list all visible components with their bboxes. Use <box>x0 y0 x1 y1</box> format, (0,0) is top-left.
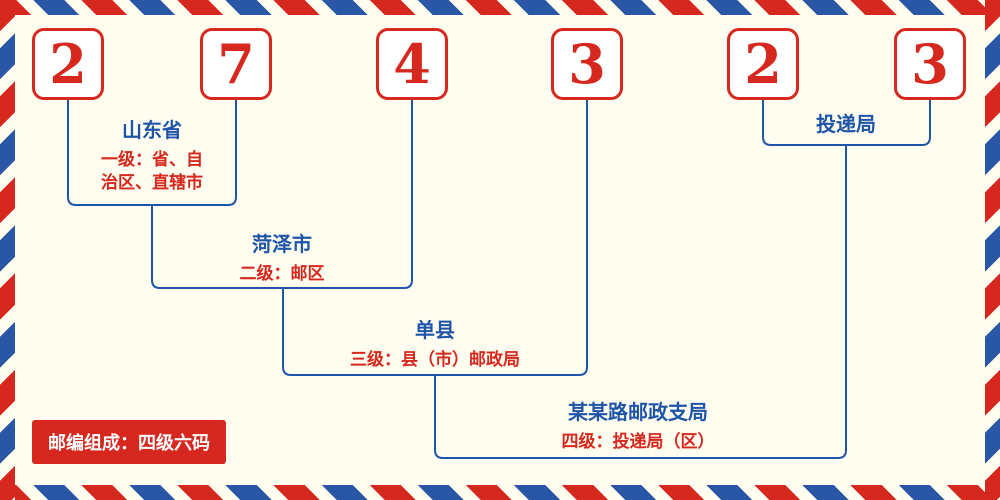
digit-6: 3 <box>911 32 949 96</box>
digit-2: 7 <box>217 32 255 96</box>
level1-desc-line2: 治区、直辖市 <box>101 172 203 192</box>
digit-3: 4 <box>393 32 431 96</box>
digit-1: 2 <box>49 32 87 96</box>
level3-title: 单县 <box>415 320 455 342</box>
delivery-label: 投递局 <box>816 108 876 143</box>
postcode-composition-badge: 邮编组成：四级六码 <box>32 420 226 464</box>
digit-box-2: 7 <box>200 28 272 100</box>
level4-title: 某某路邮政支局 <box>568 402 708 424</box>
digit-box-5: 2 <box>727 28 799 100</box>
airmail-border-right <box>985 0 1000 500</box>
level2-title: 菏泽市 <box>252 234 312 256</box>
delivery-title: 投递局 <box>816 114 876 136</box>
level2-label: 菏泽市 二级：邮区 <box>240 228 325 286</box>
level4-desc: 四级：投递局（区） <box>561 432 715 451</box>
airmail-border-left <box>0 0 15 500</box>
digit-5: 2 <box>744 32 782 96</box>
digit-4: 3 <box>568 32 606 96</box>
airmail-border-top <box>0 0 1000 15</box>
digit-box-3: 4 <box>376 28 448 100</box>
level3-desc: 三级：县（市）邮政局 <box>350 350 520 369</box>
level2-desc: 二级：邮区 <box>239 264 325 283</box>
level1-desc-line1: 一级：省、自 <box>101 150 203 169</box>
level4-label: 某某路邮政支局 四级：投递局（区） <box>562 396 715 454</box>
level1-title: 山东省 <box>122 120 182 142</box>
level1-label: 山东省 一级：省、自 治区、直辖市 <box>101 114 203 195</box>
digit-box-1: 2 <box>32 28 104 100</box>
digit-box-6: 3 <box>894 28 966 100</box>
level3-label: 单县 三级：县（市）邮政局 <box>350 314 520 372</box>
airmail-border-bottom <box>0 485 1000 500</box>
digit-box-4: 3 <box>551 28 623 100</box>
